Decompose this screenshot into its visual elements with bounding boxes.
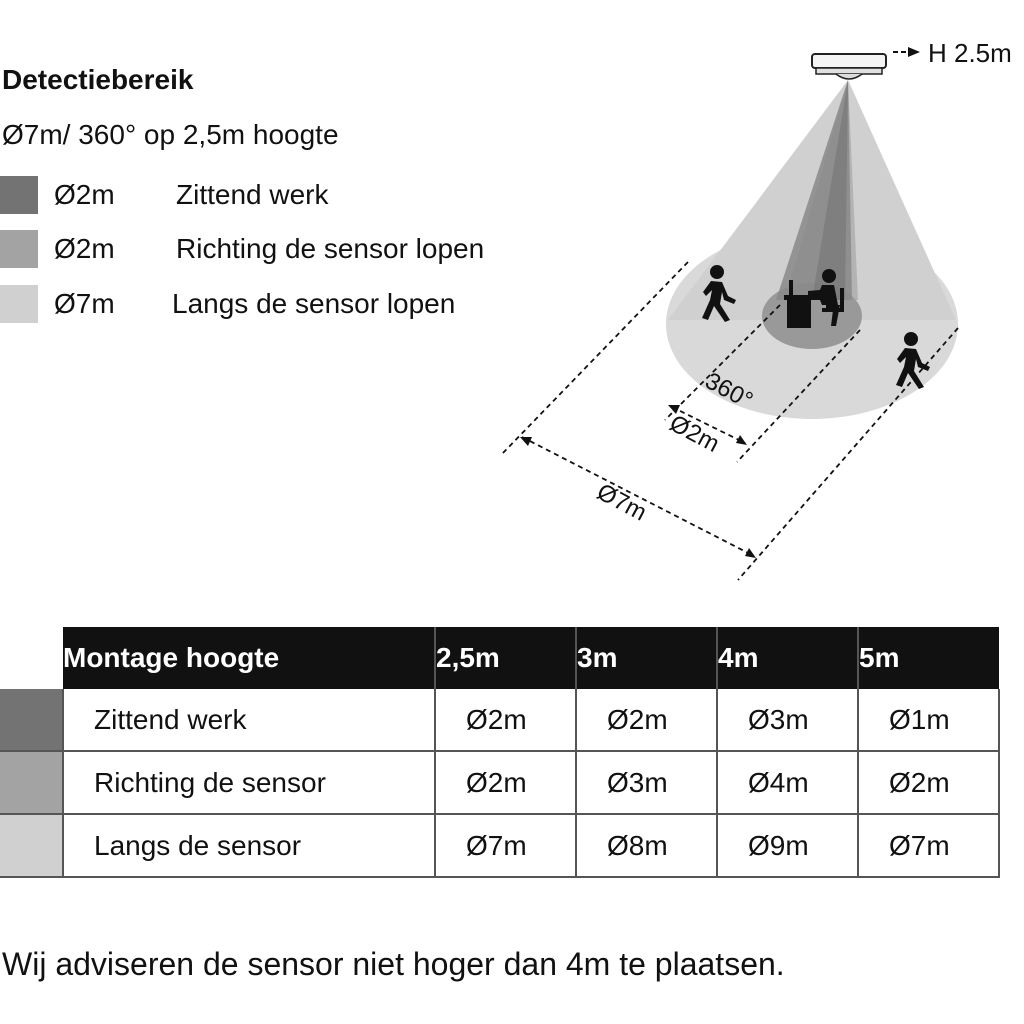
table-header-height: 3m [576, 627, 718, 689]
legend-diameter: Ø2m [54, 233, 115, 264]
row-label: Richting de sensor [63, 751, 436, 815]
table-header-height: 5m [858, 627, 999, 689]
detection-diagram: H 2.5m 360° Ø2m Ø7m [501, 38, 1012, 581]
legend-item-along: Ø7m Langs de sensor lopen [0, 284, 455, 324]
row-label: Langs de sensor [63, 814, 436, 878]
legend-item-toward: Ø2m Richting de sensor lopen [0, 229, 484, 269]
legend-item-seated: Ø2m Zittend werk [0, 175, 329, 215]
cell-value: Ø8m [576, 814, 718, 878]
sensor-icon [811, 53, 887, 80]
table-row: Langs de sensor Ø7m Ø8m Ø9m Ø7m [0, 814, 1000, 878]
arrow-head [668, 405, 680, 414]
cell-value: Ø2m [576, 689, 718, 752]
cell-value: Ø2m [435, 751, 577, 815]
legend-subtitle: Ø7m/ 360° op 2,5m hoogte [2, 119, 339, 150]
inner-dimension-label: Ø2m [665, 410, 724, 458]
cell-value: Ø4m [717, 751, 859, 815]
walking-person-icon [896, 332, 930, 389]
mounting-height-table: Montage hoogte 2,5m 3m 4m 5m Zittend wer… [0, 627, 1000, 878]
table-header-height: 2,5m [435, 627, 577, 689]
legend-swatch-mid [0, 230, 38, 268]
legend-label: Richting de sensor lopen [176, 233, 485, 264]
cell-value: Ø1m [858, 689, 1000, 752]
row-swatch-mid [0, 751, 64, 815]
cell-value: Ø3m [576, 751, 718, 815]
cell-value: Ø3m [717, 689, 859, 752]
cell-value: Ø2m [858, 751, 1000, 815]
arrow-head [736, 435, 747, 445]
legend-swatch-dark [0, 176, 38, 214]
legend-swatch-light [0, 285, 38, 323]
advice-note: Wij adviseren de sensor niet hoger dan 4… [2, 946, 785, 982]
cell-value: Ø7m [435, 814, 577, 878]
row-swatch-light [0, 814, 64, 878]
cell-value: Ø7m [858, 814, 1000, 878]
row-label: Zittend werk [63, 689, 436, 752]
arrow-head [745, 548, 756, 558]
arrow-head [520, 437, 532, 446]
legend-label: Zittend werk [176, 179, 329, 210]
table-header-height: 4m [717, 627, 859, 689]
legend-title: Detectiebereik [2, 64, 194, 95]
legend-diameter: Ø7m [54, 288, 115, 319]
row-swatch-dark [0, 689, 64, 752]
cell-value: Ø2m [435, 689, 577, 752]
inner-cone-highlight [812, 80, 848, 300]
table-header-row: Montage hoogte 2,5m 3m 4m 5m [0, 627, 999, 689]
table-corner [0, 627, 63, 689]
legend-label: Langs de sensor lopen [172, 288, 456, 319]
table-row: Zittend werk Ø2m Ø2m Ø3m Ø1m [0, 689, 1000, 752]
table-row: Richting de sensor Ø2m Ø3m Ø4m Ø2m [0, 751, 1000, 815]
cell-value: Ø9m [717, 814, 859, 878]
height-label: H 2.5m [928, 38, 1012, 68]
table-header-label: Montage hoogte [63, 627, 436, 689]
seated-worker-icon [784, 269, 844, 328]
legend-diameter: Ø2m [54, 179, 115, 210]
walking-person-icon [702, 265, 736, 322]
outer-dimension-label: Ø7m [592, 478, 651, 526]
